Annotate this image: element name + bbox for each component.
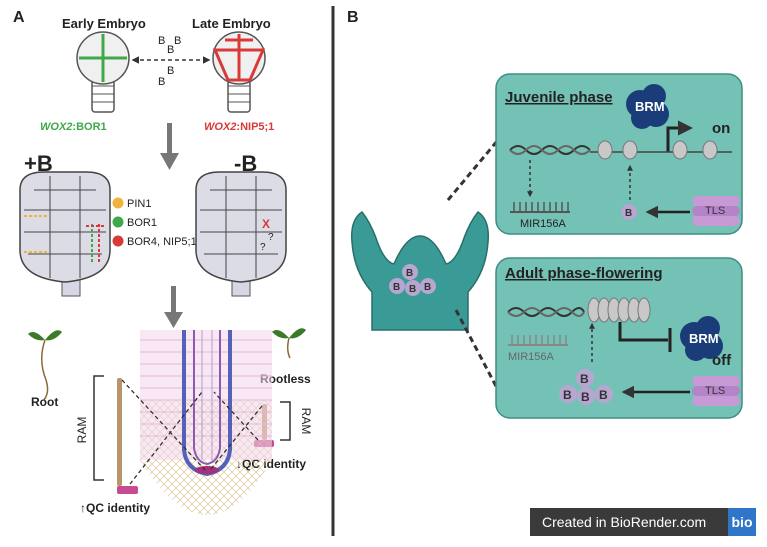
tls-label-adult: TLS <box>705 385 725 397</box>
mir156a-gene-icon <box>510 202 570 213</box>
brm-icon: BRM <box>626 84 669 129</box>
dna-chromatin-juvenile <box>509 140 732 160</box>
legend-swatch-bor4-nip51 <box>112 235 124 247</box>
minus-b-label: -B <box>234 151 257 176</box>
down-arrow-icon-2 <box>164 286 183 328</box>
b-a2: B <box>563 388 572 402</box>
boron-b-3: B <box>174 35 181 47</box>
early-embryo-label: Early Embryo <box>62 16 146 31</box>
question-mark-2: ? <box>260 242 266 253</box>
zoom-line-bottom <box>454 309 500 391</box>
rootless-label: Rootless <box>260 372 311 386</box>
transporter-legend: PIN1 BOR1 BOR4, NIP5;1 <box>112 197 197 248</box>
mir156a-gene-icon-adult <box>508 335 568 346</box>
juvenile-phase-title: Juvenile phase <box>505 89 613 106</box>
x-mark: X <box>262 217 270 231</box>
repression-line <box>618 322 668 342</box>
boron-b-4: B <box>167 65 174 77</box>
boron-cluster-small: B B B B <box>389 264 436 296</box>
ram-bracket-left <box>93 375 104 481</box>
qc-identity-up-text: QC identity <box>86 501 150 515</box>
dashed-line-2 <box>129 391 203 485</box>
tls-transporter-icon: TLS <box>692 196 740 226</box>
mir156a-label-juv: MIR156A <box>520 218 567 230</box>
shoot-meristem-icon <box>350 210 490 331</box>
legend-swatch-bor1 <box>112 216 124 228</box>
wox2-gene-a: WOX2 <box>40 121 72 133</box>
transcription-start-arrow <box>666 120 693 152</box>
adult-phase-title: Adult phase-flowering <box>505 265 663 282</box>
rootless-seedling-icon <box>272 328 306 359</box>
wox2-nip51-label: WOX2:NIP5;1 <box>204 121 274 133</box>
brm-label-juv: BRM <box>635 99 665 114</box>
up-arrow-icon: ↑ <box>80 501 86 515</box>
b-s3: B <box>409 284 416 295</box>
legend-label-bor1: BOR1 <box>127 217 157 229</box>
on-label: on <box>712 120 730 137</box>
b-s4: B <box>424 282 431 293</box>
ram-bracket-right <box>280 401 291 441</box>
legend-swatch-pin1 <box>112 197 124 209</box>
bor1-suffix: :BOR1 <box>72 121 106 133</box>
early-embryo-icon <box>76 31 130 113</box>
panel-b-label: B <box>347 9 359 26</box>
b-juv: B <box>625 208 632 219</box>
long-root-icon <box>117 378 138 494</box>
watermark-text: Created in BioRender.com <box>530 508 728 536</box>
plus-b-root-tip-icon <box>19 171 111 297</box>
tls-label-juv: TLS <box>705 205 725 217</box>
qc-identity-up: ↑QC identity <box>80 501 150 515</box>
juvenile-phase-box <box>495 73 743 235</box>
boron-atom-juv <box>621 204 637 220</box>
seedling-icon <box>28 330 62 401</box>
zoom-line-top <box>446 139 500 201</box>
wox2-gene-b: WOX2 <box>204 121 236 133</box>
late-embryo-icon <box>212 31 266 113</box>
b-a1: B <box>580 372 589 386</box>
root-meristem-diagram <box>140 330 272 515</box>
late-embryo-label: Late Embryo <box>192 16 271 31</box>
minus-b-root-tip-icon <box>195 171 287 297</box>
down-arrow-icon <box>160 123 179 170</box>
wox2-bor1-label: WOX2:BOR1 <box>40 121 107 133</box>
root-label: Root <box>31 395 58 409</box>
dashed-line-4 <box>213 391 259 441</box>
boron-b-5: B <box>158 76 165 88</box>
biorender-watermark[interactable]: Created in BioRender.com bio <box>530 508 756 536</box>
b-s2: B <box>393 282 400 293</box>
tls-transporter-icon-adult: TLS <box>692 376 740 406</box>
nip51-suffix: :NIP5;1 <box>236 121 274 133</box>
ram-label-left: RAM <box>75 417 89 444</box>
boron-b-1: B <box>158 35 165 47</box>
b-s1: B <box>406 268 413 279</box>
off-label: off <box>712 352 732 369</box>
question-mark-1: ? <box>268 232 274 243</box>
brm-icon-adult: BRM <box>680 316 723 361</box>
panel-a-label: A <box>13 9 25 26</box>
boron-cluster-adult: B B B B <box>559 369 613 405</box>
brm-label-adult: BRM <box>689 331 719 346</box>
legend-label-bor4-nip51: BOR4, NIP5;1 <box>127 236 197 248</box>
boron-b-2: B <box>167 44 174 56</box>
legend-label-pin1: PIN1 <box>127 198 151 210</box>
dna-chromatin-adult <box>507 297 651 323</box>
b-a4: B <box>599 388 608 402</box>
mir156a-label-adult: MIR156A <box>508 351 555 363</box>
b-a3: B <box>581 390 590 404</box>
ram-label-right: RAM <box>299 408 313 435</box>
biorender-logo-icon: bio <box>728 508 756 536</box>
